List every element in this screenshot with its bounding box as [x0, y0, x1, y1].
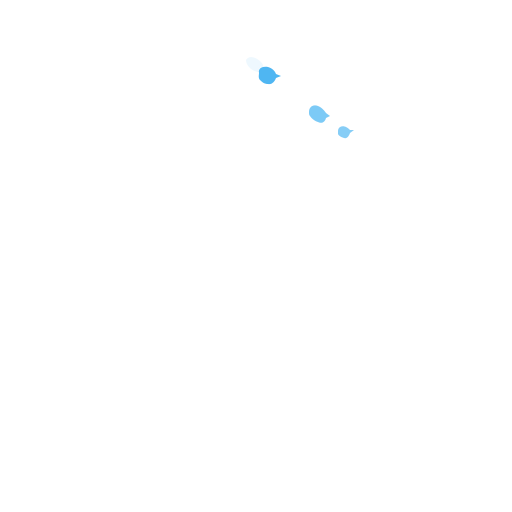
paint-blob-small-icon	[338, 126, 354, 139]
paint-blob-trail-icon	[246, 57, 264, 72]
paint-blob-medium-icon	[309, 105, 330, 123]
paint-blob-large-icon	[258, 66, 281, 85]
